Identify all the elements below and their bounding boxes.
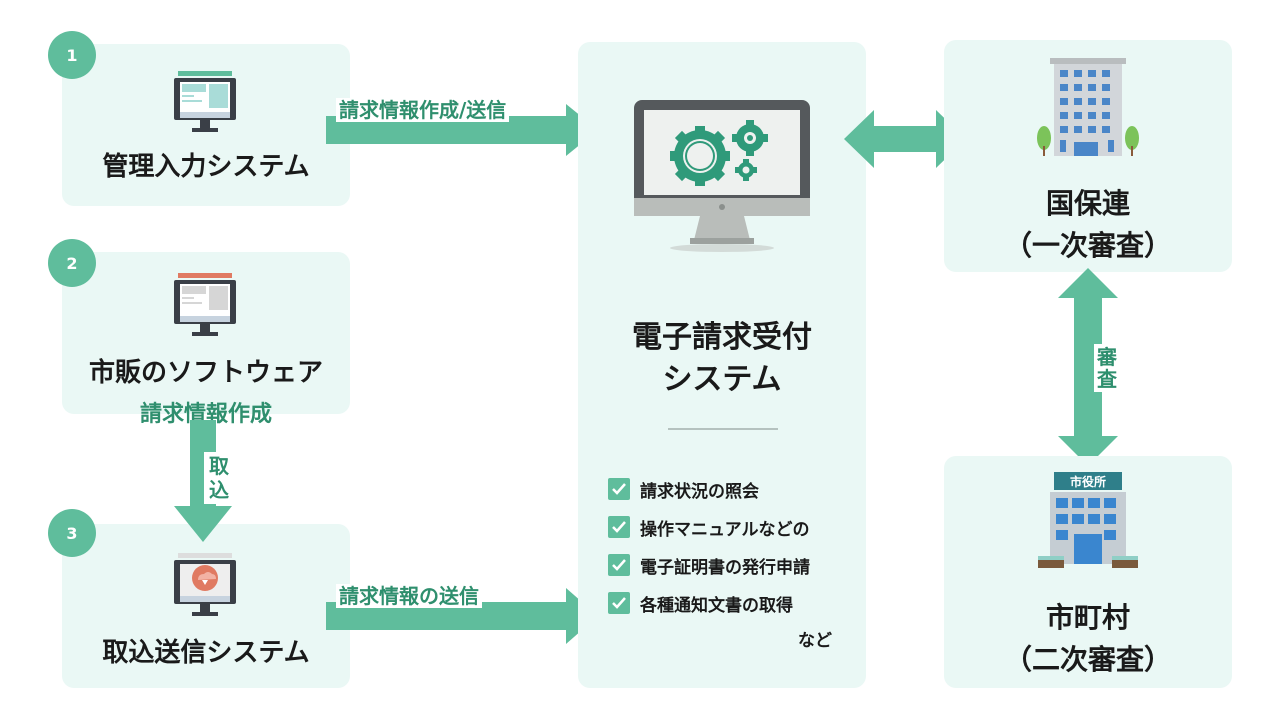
feature-text: 請求状況の照会 [640,481,759,502]
step-badge-2: 2 [48,239,96,287]
checkbox-checked-icon [608,554,630,576]
source-title-3: 取込送信システム [102,638,310,668]
city-hall-sign: 市役所 [1070,474,1106,489]
feature-text: 操作マニュアルなどの [640,519,810,540]
municipality-name: 市町村 [1045,601,1130,634]
computer-upload-icon [174,553,236,616]
feature-item: 請求状況の照会 [608,470,810,508]
exchange-arrow [844,110,966,168]
center-divider [668,428,778,430]
step-badge-3: 3 [48,509,96,557]
step-badge-1: 1 [48,31,96,79]
review-label: 審査 [1094,344,1120,392]
import-label: 取込 [204,452,234,504]
office-building-icon [1037,58,1139,156]
send-arrow-bottom-label: 請求情報の送信 [336,584,482,608]
city-hall-icon: 市役所 [1038,472,1138,568]
source-title-2: 市販のソフトウェア [88,358,323,388]
checkbox-checked-icon [608,592,630,614]
source-title-1: 管理入力システム [102,152,310,182]
feature-text: 各種通知文書の取得 [640,595,793,616]
checkbox-checked-icon [608,478,630,500]
kokuhoren-name: 国保連 [1045,187,1130,220]
feature-etc: など [798,631,832,651]
checkbox-checked-icon [608,516,630,538]
feature-item: 各種通知文書の取得 [608,584,810,622]
review-arrow [1058,268,1118,466]
computer-icon-teal [174,71,236,132]
computer-icon-red [174,273,236,336]
feature-item: 電子証明書の発行申請 [608,546,810,584]
send-arrow-top-label: 請求情報作成/送信 [336,98,510,122]
feature-item: 操作マニュアルなどの [608,508,810,546]
feature-list: 請求状況の照会 操作マニュアルなどの 電子証明書の発行申請 各種通知文書の取得 [608,470,810,622]
center-title-line2: システム [662,362,782,397]
feature-text: 電子証明書の発行申請 [640,557,810,578]
kokuhoren-review: （一次審査） [1003,229,1172,262]
center-title-line1: 電子請求受付 [632,320,812,355]
monitor-gears-icon [634,100,810,252]
municipality-review: （二次審査） [1003,643,1172,676]
